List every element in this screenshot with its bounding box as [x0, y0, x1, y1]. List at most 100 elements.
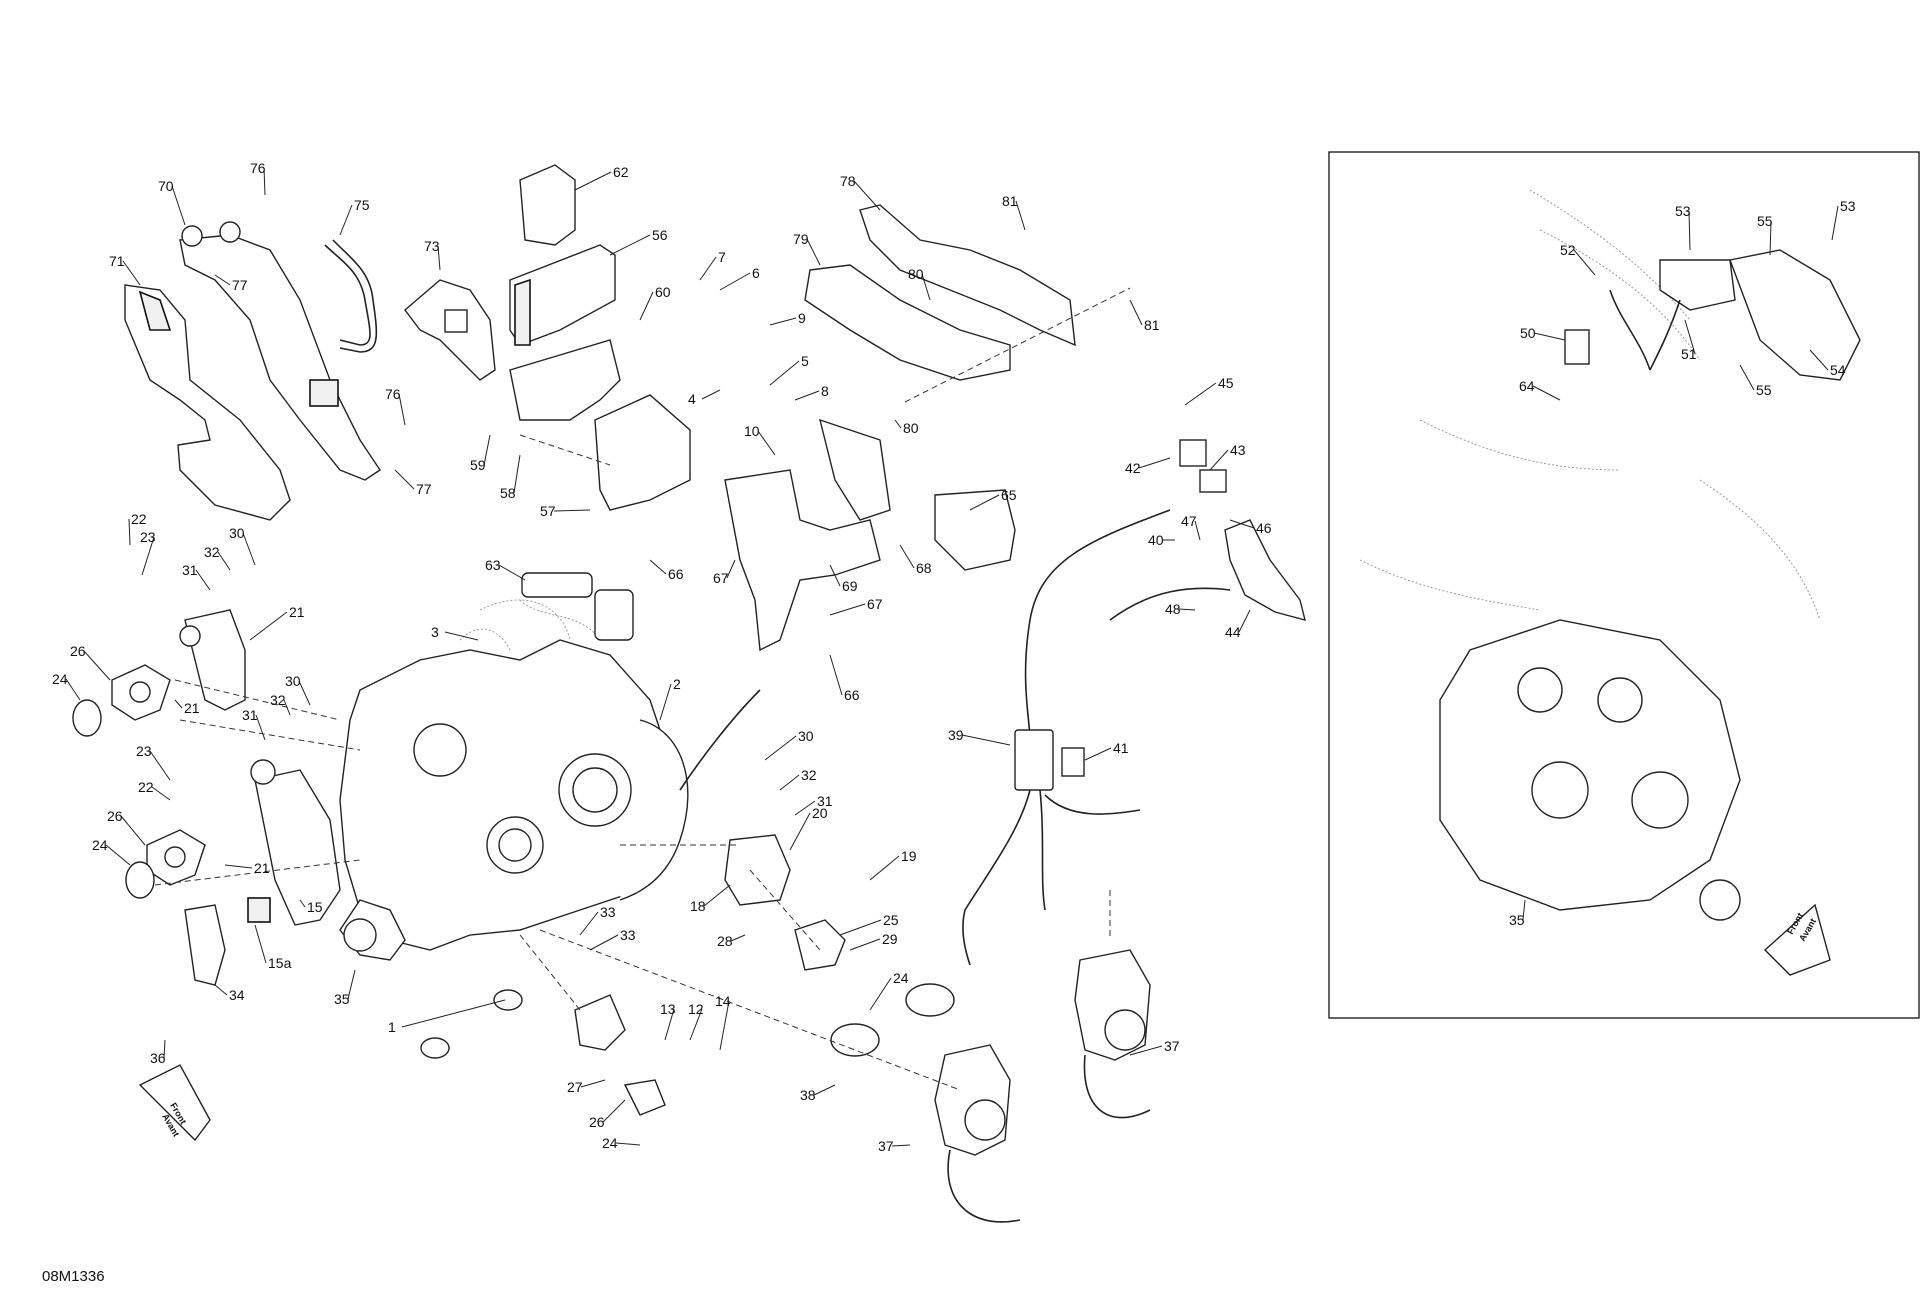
main-leader-14 [719, 1000, 730, 1051]
inset-leader-55 [1739, 364, 1755, 391]
main-callout-6: 6 [752, 265, 760, 281]
inset-callout-64: 64 [1519, 378, 1535, 394]
main-leader-48 [1178, 608, 1196, 611]
main-leader-32 [283, 699, 291, 716]
main-leader-41 [1084, 747, 1112, 761]
main-leader-76 [398, 393, 406, 426]
main-leader-12 [689, 1008, 703, 1041]
main-callout-36: 36 [150, 1050, 166, 1066]
main-leader-23 [149, 750, 171, 781]
main-leader-73 [437, 245, 441, 271]
main-leader-18 [703, 884, 731, 907]
main-callout-31: 31 [817, 793, 833, 809]
inset-callout-53: 53 [1840, 198, 1856, 214]
main-callout-31: 31 [242, 707, 258, 723]
main-leader-33 [589, 934, 619, 951]
rubber-mount-26-upper [111, 664, 171, 721]
carb-boot-left [594, 589, 634, 641]
main-callout-67: 67 [867, 596, 883, 612]
main-leader-15 [299, 899, 306, 908]
main-leader-66 [829, 654, 843, 696]
cap-24-mid [125, 861, 155, 899]
main-leader-47 [1194, 520, 1201, 541]
main-callout-68: 68 [916, 560, 932, 576]
main-callout-65: 65 [1001, 487, 1017, 503]
main-callout-24: 24 [92, 837, 108, 853]
main-callout-7: 7 [718, 249, 726, 265]
main-leader-3 [444, 631, 479, 641]
main-leader-19 [869, 855, 900, 881]
main-callout-33: 33 [620, 927, 636, 943]
mount-bracket-15 [250, 759, 341, 926]
ecm-module-56 [509, 244, 616, 346]
bracket-42-43 [1179, 439, 1227, 493]
main-callout-14: 14 [715, 993, 731, 1009]
clamp-24-right [905, 983, 955, 1017]
main-callout-20: 20 [812, 805, 828, 821]
main-leader-23 [141, 536, 155, 576]
main-leader-29 [849, 938, 881, 951]
main-callout-39: 39 [948, 727, 964, 743]
main-callout-77: 77 [416, 481, 432, 497]
main-leader-6 [719, 272, 751, 291]
main-callout-24: 24 [52, 671, 68, 687]
main-callout-30: 30 [798, 728, 814, 744]
main-leader-24 [65, 678, 81, 701]
main-callout-13: 13 [660, 1001, 676, 1017]
main-leader-15a [254, 924, 267, 964]
main-callout-58: 58 [500, 485, 516, 501]
inset-callout-54: 54 [1830, 362, 1846, 378]
main-leader-78 [853, 180, 881, 211]
main-callout-44: 44 [1225, 624, 1241, 640]
main-callout-30: 30 [285, 673, 301, 689]
inset-leader-53 [1831, 205, 1839, 241]
main-callout-5: 5 [801, 353, 809, 369]
main-callout-75: 75 [354, 197, 370, 213]
support-plate-58 [509, 339, 621, 421]
main-callout-59: 59 [470, 457, 486, 473]
carburetor-37-upper [1074, 949, 1151, 1119]
main-leader-80 [921, 273, 931, 301]
main-callout-60: 60 [655, 284, 671, 300]
main-callout-23: 23 [140, 529, 156, 545]
connector-41 [1061, 747, 1085, 777]
hose-75 [324, 239, 378, 353]
support-plate-57 [594, 394, 691, 511]
engine-assembly [339, 599, 689, 961]
main-callout-26: 26 [107, 808, 123, 824]
main-callout-37: 37 [1164, 1038, 1180, 1054]
main-callout-76: 76 [250, 160, 266, 176]
main-leader-59 [483, 434, 491, 466]
main-leader-79 [806, 238, 821, 266]
main-callout-35: 35 [334, 991, 350, 1007]
main-callout-73: 73 [424, 238, 440, 254]
alignment-lines [154, 287, 1131, 1091]
cable-guide-70 [179, 221, 381, 481]
main-callout-80: 80 [903, 420, 919, 436]
main-leader-21 [224, 864, 253, 869]
figure-code: 08M1336 [42, 1268, 105, 1285]
inset-callout-55: 55 [1756, 382, 1772, 398]
front-arrow-inset: Front Avant [1763, 903, 1831, 976]
main-callout-46: 46 [1256, 520, 1272, 536]
main-leader-10 [757, 430, 776, 456]
main-leader-27 [580, 1079, 606, 1088]
main-callout-29: 29 [882, 931, 898, 947]
main-leader-43 [1209, 449, 1229, 471]
inset-engine [1359, 189, 1861, 921]
leader-lines [65, 167, 1839, 1147]
main-leader-24 [869, 977, 892, 1011]
fuel-pump-65 [934, 489, 1016, 571]
main-leader-36 [163, 1039, 166, 1059]
mount-bracket-upper [179, 609, 246, 711]
lever-assembly-44 [1109, 519, 1306, 621]
main-leader-69 [829, 564, 841, 587]
main-callout-10: 10 [744, 423, 760, 439]
main-callout-81: 81 [1002, 193, 1018, 209]
main-leader-28 [730, 934, 746, 942]
main-leader-37 [1129, 1045, 1163, 1056]
inset-leader-55 [1769, 220, 1772, 256]
front-arrow-main: Front Avant [138, 1064, 211, 1142]
inset-frame [1328, 151, 1920, 1019]
